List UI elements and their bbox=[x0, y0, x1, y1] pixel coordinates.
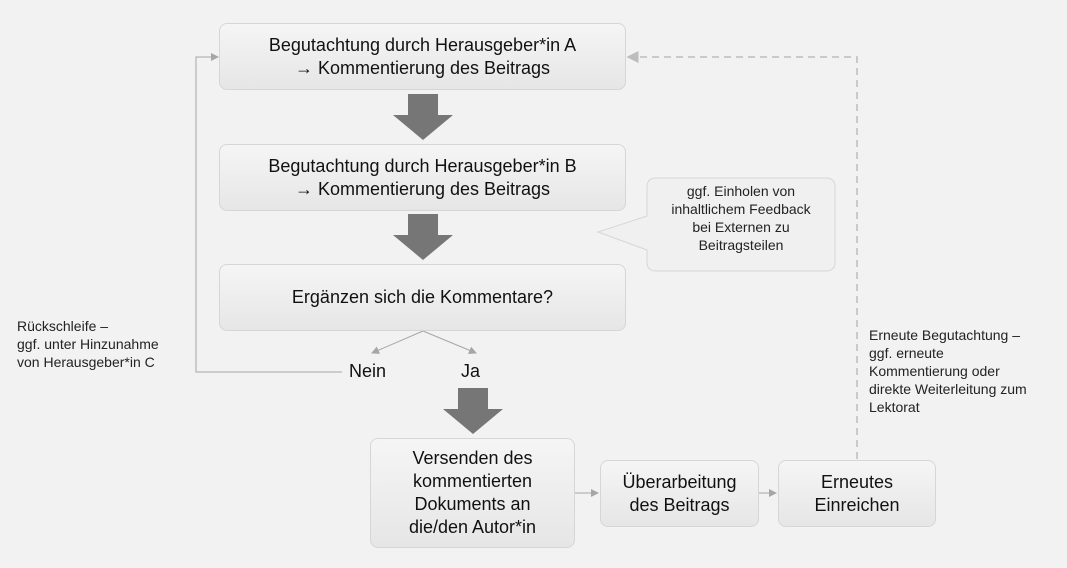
decision-arrow-yes bbox=[422, 330, 477, 355]
review-editor-a-line1: Begutachtung durch Herausgeber*in A bbox=[268, 34, 577, 55]
review-editor-b-line1: Begutachtung durch Herausgeber*in B bbox=[268, 155, 577, 176]
block-arrow-b-to-question bbox=[393, 214, 453, 260]
review-editor-b-line2: → Kommentierung des Beitrags bbox=[294, 178, 551, 199]
loop-left-line: Rückschleife – bbox=[17, 318, 109, 334]
loop-left-line: ggf. unter Hinzunahme bbox=[17, 336, 159, 352]
decision-no-label: Nein bbox=[349, 361, 387, 381]
question-text: Ergänzen sich die Kommentare? bbox=[291, 287, 554, 307]
loop-right-line: Kommentierung oder bbox=[869, 363, 1000, 379]
loop-right-note: Erneute Begutachtung – ggf. erneute Komm… bbox=[869, 326, 1027, 416]
send-line: die/den Autor*in bbox=[408, 517, 537, 537]
block-arrow-a-to-b bbox=[393, 94, 453, 140]
revise-line: des Beitrags bbox=[629, 494, 730, 515]
revise-line: Überarbeitung bbox=[622, 471, 737, 492]
question-box: Ergänzen sich die Kommentare? bbox=[219, 264, 626, 331]
loop-right-line: direkte Weiterleitung zum bbox=[869, 381, 1027, 397]
decision-arrow-no bbox=[371, 330, 424, 354]
loop-left-line: von Herausgeber*in C bbox=[17, 354, 155, 370]
callout-line: ggf. Einholen von bbox=[686, 183, 796, 199]
review-editor-a-line2: → Kommentierung des Beitrags bbox=[294, 57, 551, 78]
resubmit-line: Einreichen bbox=[814, 494, 900, 515]
resubmit-line: Erneutes bbox=[820, 471, 894, 492]
review-editor-b-box: Begutachtung durch Herausgeber*in B → Ko… bbox=[219, 144, 626, 211]
resubmit-box: Erneutes Einreichen bbox=[778, 460, 936, 527]
send-line: Dokuments an bbox=[414, 494, 531, 514]
decision-yes-label: Ja bbox=[461, 361, 481, 381]
callout-text: ggf. Einholen von inhaltlichem Feedback … bbox=[648, 182, 834, 254]
block-arrow-yes-to-send bbox=[443, 388, 503, 434]
loop-right-line: Erneute Begutachtung – bbox=[869, 327, 1021, 343]
callout-line: inhaltlichem Feedback bbox=[671, 201, 811, 217]
callout-line: Beitragsteilen bbox=[698, 237, 784, 253]
revise-box: Überarbeitung des Beitrags bbox=[600, 460, 759, 527]
review-editor-a-box: Begutachtung durch Herausgeber*in A → Ko… bbox=[219, 23, 626, 90]
callout-line: bei Externen zu bbox=[692, 219, 790, 235]
send-line: kommentierten bbox=[412, 471, 533, 491]
loop-left-note: Rückschleife – ggf. unter Hinzunahme von… bbox=[17, 317, 159, 371]
dashed-resubmit-loop bbox=[626, 51, 858, 459]
send-document-box: Versenden des kommentierten Dokuments an… bbox=[370, 438, 575, 548]
send-line: Versenden des bbox=[412, 448, 533, 468]
loop-right-line: Lektorat bbox=[869, 399, 920, 415]
loop-right-line: ggf. erneute bbox=[869, 345, 944, 361]
